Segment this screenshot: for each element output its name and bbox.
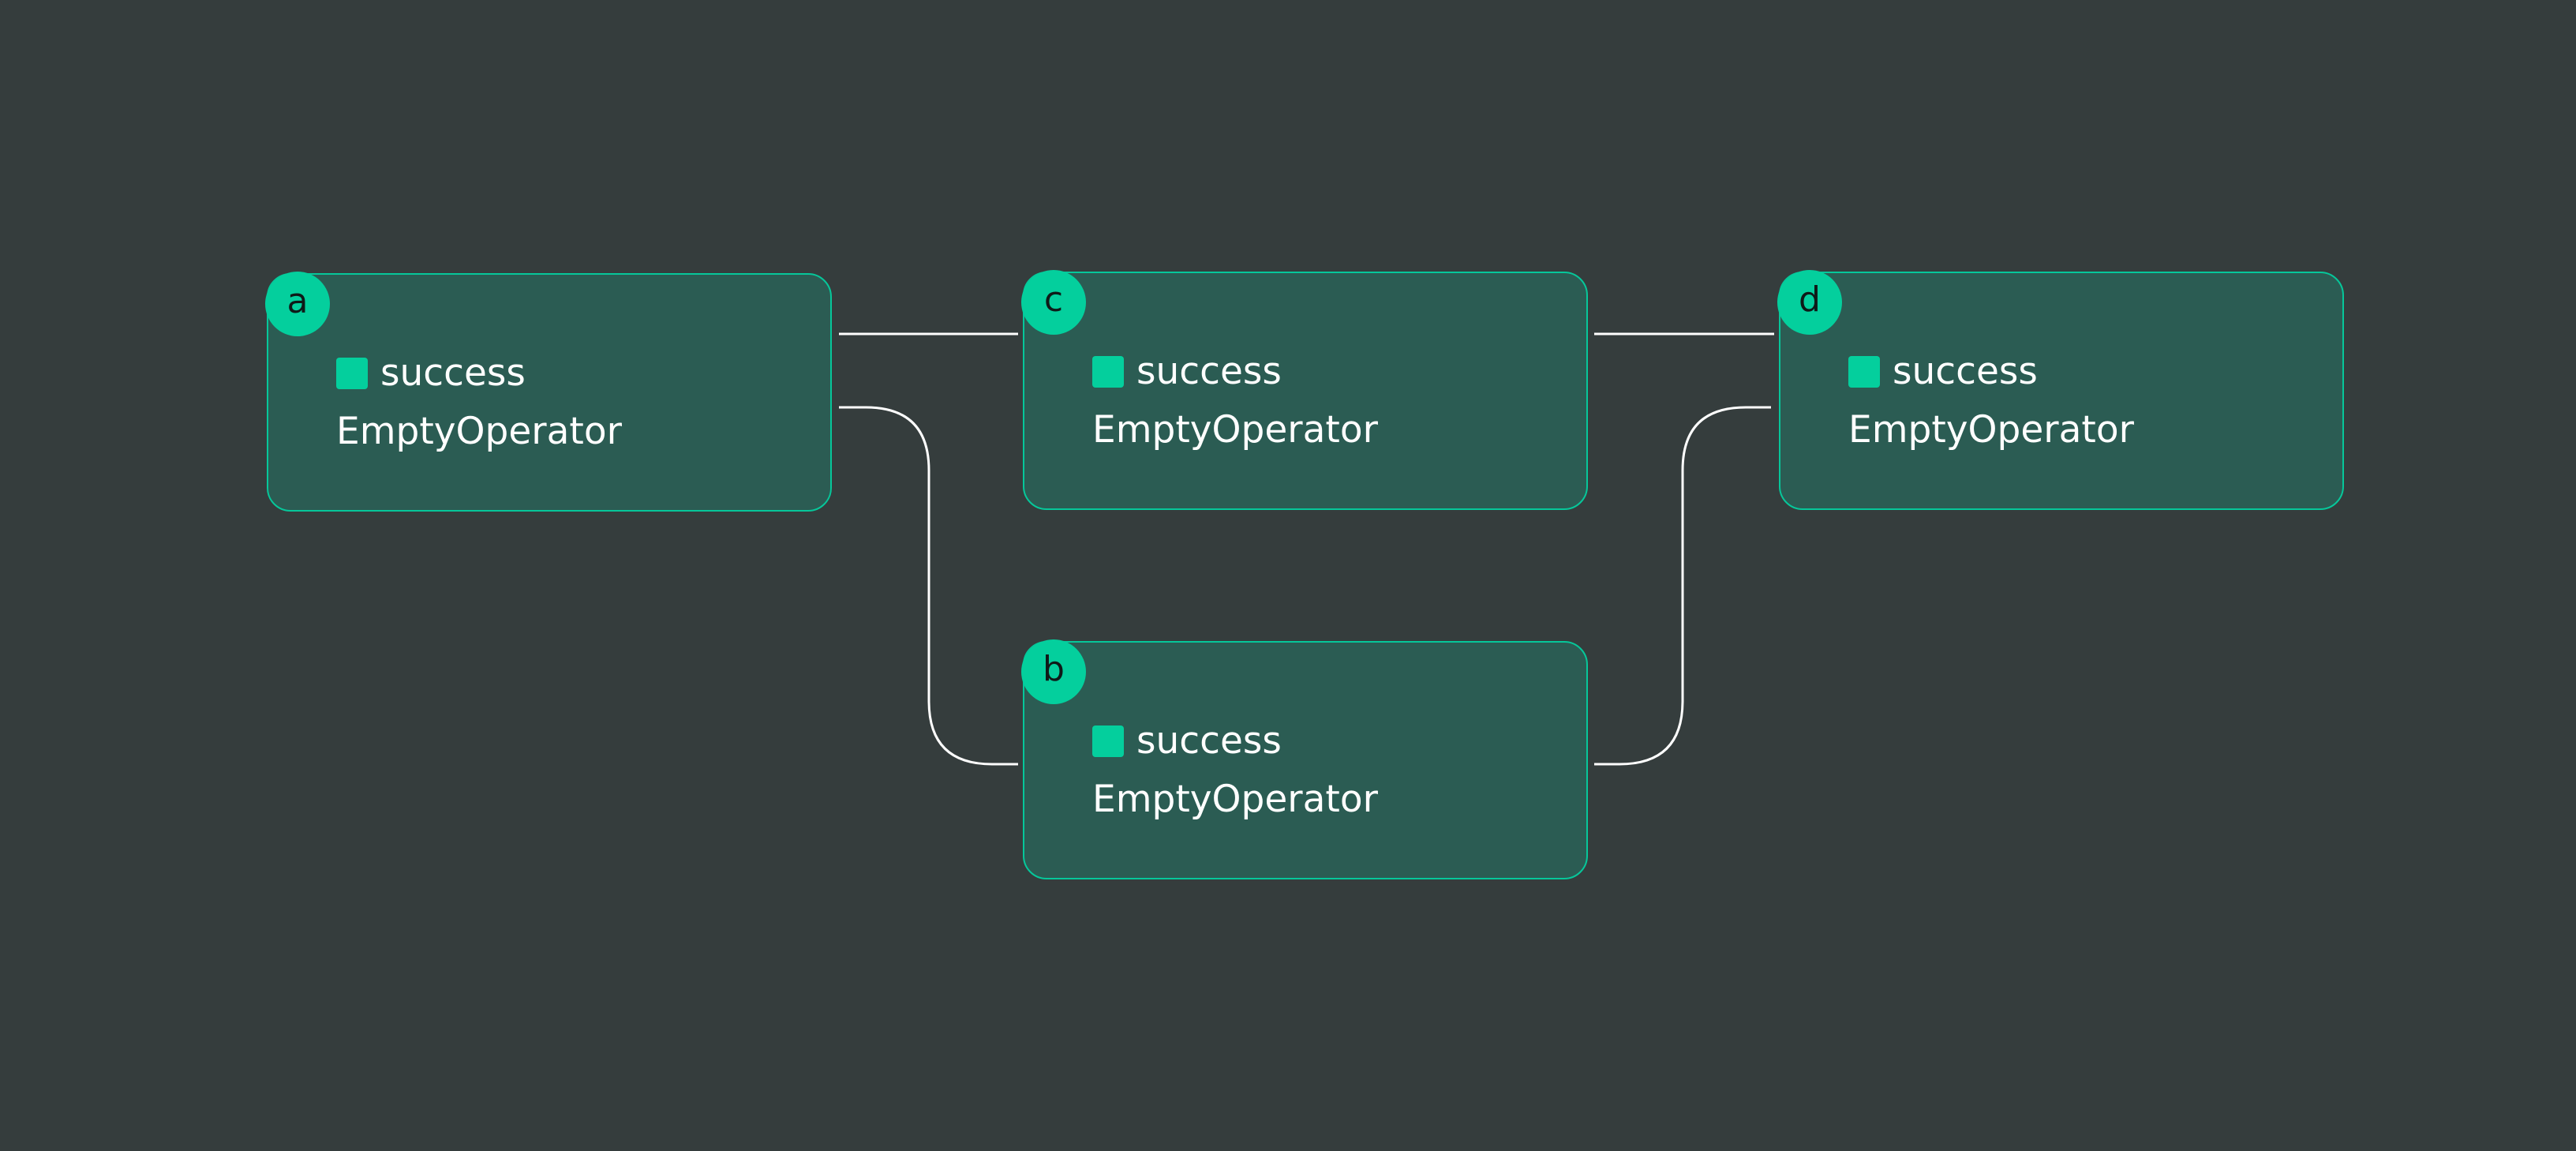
task-id-badge: c xyxy=(1021,270,1086,335)
state-label: success xyxy=(1893,350,2038,393)
task-node-a[interactable]: a success EmptyOperator xyxy=(265,272,832,512)
state-label: success xyxy=(1136,350,1282,393)
state-color-indicator xyxy=(336,358,368,389)
operator-label: EmptyOperator xyxy=(1092,408,1378,452)
task-id-badge: d xyxy=(1777,270,1842,335)
task-id-badge: a xyxy=(265,272,330,336)
operator-label: EmptyOperator xyxy=(1848,408,2134,452)
task-state: success xyxy=(1092,352,1282,392)
operator-label: EmptyOperator xyxy=(336,410,622,453)
state-color-indicator xyxy=(1092,356,1124,388)
task-state: success xyxy=(1848,352,2038,392)
state-label: success xyxy=(380,351,526,395)
edge-b-to-d xyxy=(1594,406,1771,766)
task-node-c[interactable]: c success EmptyOperator xyxy=(1021,270,1588,510)
task-node-b[interactable]: b success EmptyOperator xyxy=(1021,639,1588,879)
state-label: success xyxy=(1136,719,1282,763)
state-color-indicator xyxy=(1092,725,1124,757)
task-node-d[interactable]: d success EmptyOperator xyxy=(1777,270,2344,510)
task-state: success xyxy=(1092,722,1282,761)
task-state: success xyxy=(336,354,526,393)
state-color-indicator xyxy=(1848,356,1880,388)
task-id-badge: b xyxy=(1021,639,1086,704)
operator-label: EmptyOperator xyxy=(1092,778,1378,821)
edge-a-to-b xyxy=(839,406,1018,766)
